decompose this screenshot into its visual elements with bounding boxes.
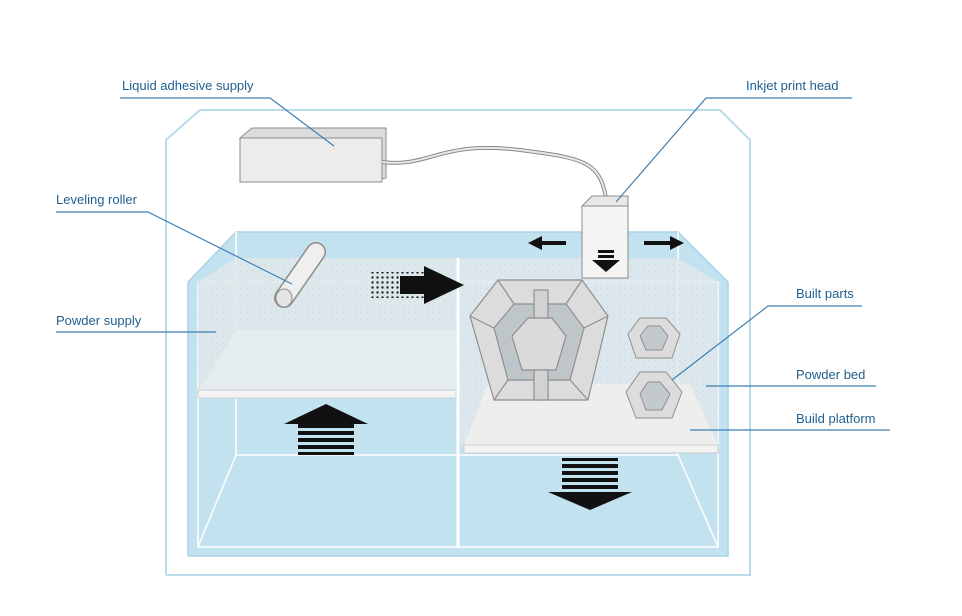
label-powder-bed: Powder bed [796,367,865,382]
built-part-large [470,280,608,400]
adhesive-supply-box [240,128,386,182]
powder-supply-platform [198,390,456,398]
label-leveling-roller: Leveling roller [56,192,137,207]
label-powder-supply: Powder supply [56,313,141,328]
adhesive-tube [382,148,606,198]
label-build-platform: Build platform [796,411,875,426]
label-built-parts: Built parts [796,286,854,301]
inkjet-print-head [582,196,628,278]
build-platform [464,445,718,453]
label-liquid-adhesive-supply: Liquid adhesive supply [122,78,254,93]
leader-inkjet-head [616,98,852,202]
label-inkjet-print-head: Inkjet print head [746,78,839,93]
